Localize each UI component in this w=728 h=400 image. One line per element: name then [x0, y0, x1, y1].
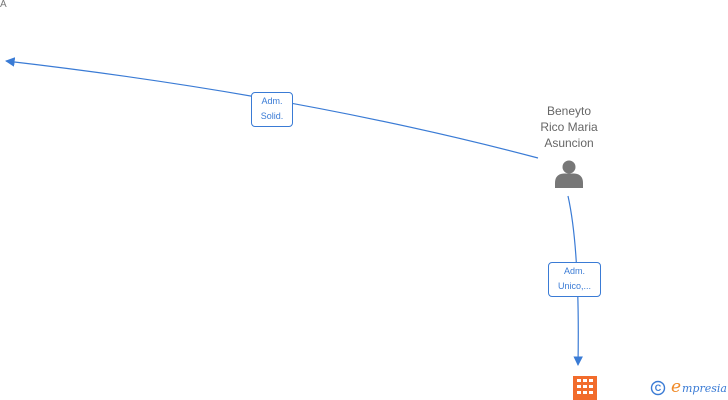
person-name-line: Asuncion: [544, 136, 594, 150]
person-name-line: Rico Maria: [540, 120, 598, 134]
edge-label-line: Adm.: [563, 266, 585, 276]
edge-label-line: Unico,...: [557, 281, 591, 291]
copyright-icon: C: [650, 380, 666, 396]
person-icon[interactable]: [554, 159, 584, 189]
edge-label-adm-solid[interactable]: Adm. Solid.: [251, 92, 293, 127]
edge-label-line: Solid.: [260, 111, 284, 121]
person-name-line: Beneyto: [546, 104, 592, 118]
svg-text:C: C: [655, 383, 662, 393]
corner-label: A: [0, 0, 7, 10]
edge-label-adm-unico[interactable]: Adm. Unico,...: [548, 262, 601, 297]
edge-label-line: Adm.: [261, 96, 283, 106]
brand-initial: e: [671, 377, 682, 397]
brand-name: mpresia: [682, 382, 727, 395]
building-icon[interactable]: [573, 376, 597, 400]
person-name[interactable]: Beneyto Rico Maria Asuncion: [514, 103, 624, 151]
